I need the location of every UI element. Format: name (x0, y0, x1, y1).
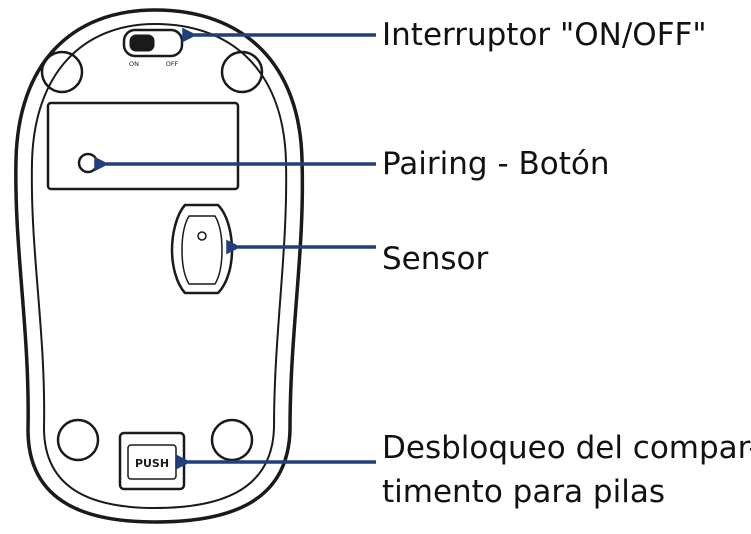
sensor-lens (197, 231, 207, 241)
power-switch (122, 28, 184, 58)
foot-bottom-right (210, 418, 254, 462)
mouse-outer-shell (14, 8, 305, 524)
foot-top-left (40, 50, 84, 94)
push-button-label: PUSH (135, 457, 169, 470)
sensor-housing (170, 203, 234, 295)
callout-battery-release: Desbloqueo del compar- timento para pila… (382, 430, 751, 510)
foot-bottom-left (56, 418, 100, 462)
switch-off-label: OFF (166, 60, 179, 68)
mouse-body (14, 8, 305, 524)
sensor-lens-frame (181, 215, 223, 285)
callout-sensor: Sensor (382, 241, 489, 277)
switch-on-label: ON (129, 60, 139, 68)
mouse-inner-outline (30, 23, 288, 509)
pairing-button (77, 152, 99, 174)
foot-top-right (220, 50, 264, 94)
callout-pairing-button: Pairing - Botón (382, 146, 610, 182)
battery-panel (46, 101, 240, 191)
push-button-inner (127, 444, 177, 480)
callout-power-switch: Interruptor "ON/OFF" (382, 17, 707, 53)
callout-arrows (94, 27, 376, 470)
mouse-text: ON OFF PUSH (129, 60, 179, 470)
power-switch-knob (129, 34, 155, 52)
